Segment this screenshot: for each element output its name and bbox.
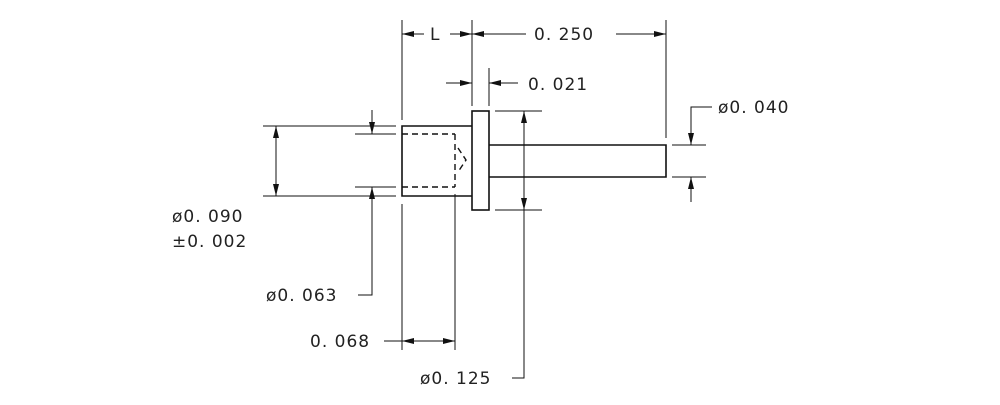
flange-thickness-label: 0. 021	[528, 75, 588, 95]
socket-body	[401, 125, 472, 197]
length-l-label: L	[430, 25, 440, 45]
dimension-flange-thickness	[446, 68, 518, 106]
bore-diameter-label: ø0. 090	[172, 207, 243, 227]
flange-diameter-label: ø0. 125	[420, 369, 491, 389]
part-outline	[401, 110, 667, 211]
inner-depth-label: 0. 068	[310, 332, 370, 352]
dimension-flange-diameter	[495, 110, 542, 379]
pin	[489, 144, 667, 178]
inner-diameter-label: ø0. 063	[266, 286, 337, 306]
bore-tolerance-label: ±0. 002	[172, 232, 247, 252]
dimension-pin-diameter	[672, 106, 712, 202]
dimension-bore-diameter	[263, 125, 396, 197]
length-total-label: 0. 250	[534, 25, 594, 45]
dimension-top	[401, 20, 667, 138]
dimension-inner-depth	[384, 194, 456, 350]
flange	[471, 110, 490, 211]
pin-diameter-label: ø0. 040	[718, 98, 789, 118]
hidden-bore	[402, 133, 467, 188]
dimension-inner-diameter	[355, 110, 396, 296]
